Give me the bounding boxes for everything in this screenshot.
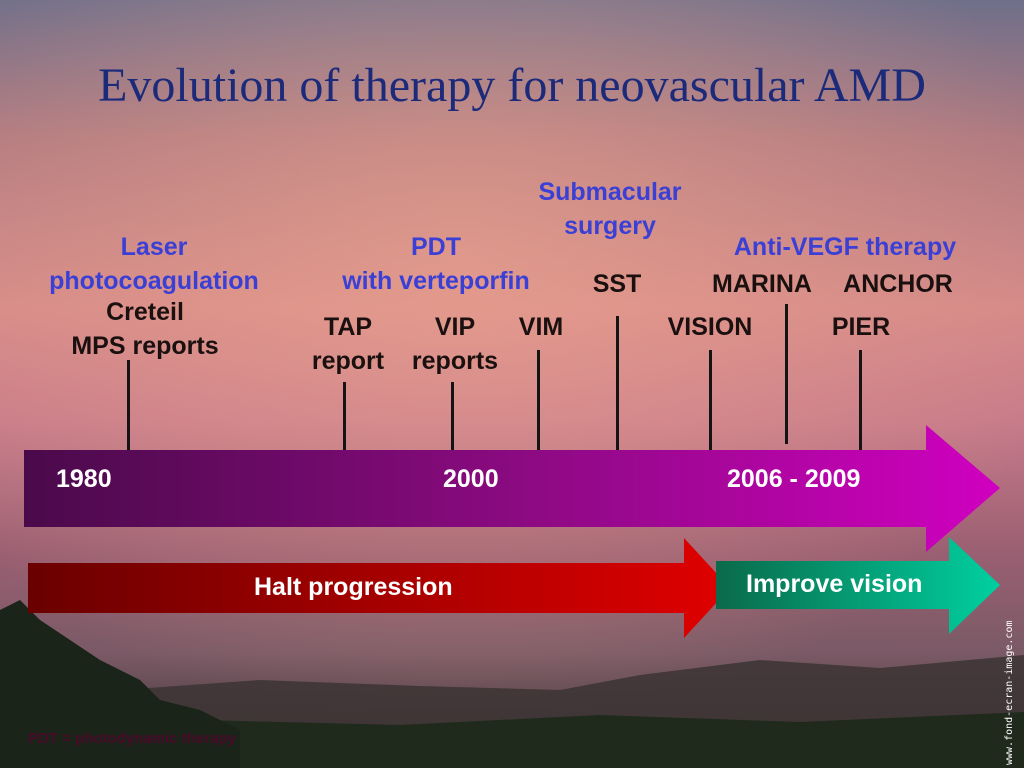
tap-trial: TAP report: [300, 310, 396, 378]
footnote: PDT = photodynamic therapy: [28, 730, 236, 747]
timeline-arrow: [24, 425, 1000, 552]
improve-vision-arrow: [716, 537, 1000, 634]
vip-trial: VIP reports: [402, 310, 508, 378]
pier-connector: [859, 350, 862, 450]
marina-connector: [785, 304, 788, 444]
tap-line2: report: [311, 347, 385, 375]
creteil-line2: MPS reports: [71, 332, 219, 360]
creteil-connector: [127, 360, 130, 450]
sst-trial: SST: [592, 270, 642, 298]
page-title: Evolution of therapy for neovascular AMD: [98, 59, 926, 112]
vim-connector: [537, 350, 540, 450]
pier-trial: PIER: [831, 313, 891, 341]
vip-connector: [451, 382, 454, 450]
vision-trial: VISION: [667, 313, 753, 341]
creteil-line1: Creteil: [106, 298, 184, 326]
year-2000: 2000: [443, 465, 499, 493]
laser-line2: photocoagulation: [49, 267, 259, 295]
pdt-line2: with verteporfin: [342, 267, 530, 295]
submacular-line1: Submacular: [538, 178, 682, 206]
vision-connector: [709, 350, 712, 450]
halt-progression-arrow: [28, 538, 730, 638]
submacular-category: Submacular surgery: [520, 175, 700, 243]
sst-connector: [616, 316, 619, 450]
vim-trial: VIM: [518, 313, 564, 341]
pdt-line1: PDT: [411, 233, 461, 261]
anchor-trial: ANCHOR: [843, 270, 953, 298]
tap-line1: TAP: [323, 313, 373, 341]
improve-vision-label: Improve vision: [746, 570, 923, 598]
watermark: www.fond-ecran-image.com: [1004, 620, 1015, 766]
pdt-category: PDT with verteporfin: [326, 230, 546, 298]
year-1980: 1980: [56, 465, 112, 493]
laser-line1: Laser: [120, 233, 188, 261]
vip-line1: VIP: [434, 313, 476, 341]
creteil-trial: Creteil MPS reports: [50, 295, 240, 363]
submacular-line2: surgery: [564, 212, 656, 240]
tap-connector: [343, 382, 346, 450]
marina-trial: MARINA: [712, 270, 812, 298]
vip-line2: reports: [411, 347, 499, 375]
laser-category: Laser photocoagulation: [34, 230, 274, 298]
year-2006-2009: 2006 - 2009: [727, 465, 861, 493]
antivegf-category: Anti-VEGF therapy: [733, 233, 957, 261]
halt-progression-label: Halt progression: [254, 573, 453, 601]
